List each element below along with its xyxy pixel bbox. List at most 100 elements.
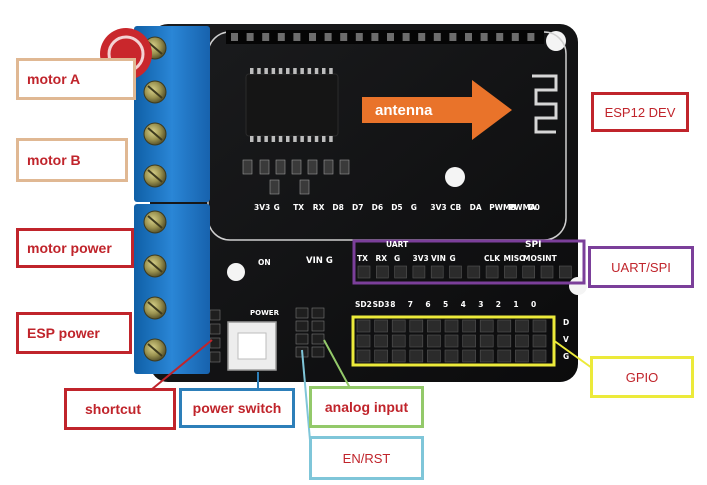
gpio-pin-socket <box>374 349 388 363</box>
gpio-pin-label: 3 <box>478 300 484 309</box>
top-pin-label: DA <box>469 203 482 212</box>
connector-line <box>552 339 593 369</box>
side-letter-d: D <box>563 318 570 327</box>
header-pin <box>355 33 363 41</box>
header-pin <box>433 33 441 41</box>
uart-spi-pin <box>467 265 481 279</box>
smd-part <box>339 159 350 175</box>
spi-pin-label: INT <box>542 254 557 263</box>
gpio-pin-socket <box>427 334 441 348</box>
gpio-pin-socket <box>479 349 494 363</box>
header-pin <box>340 33 348 41</box>
gpio-pin-socket <box>356 319 371 333</box>
gpio-pin-socket <box>497 334 512 348</box>
callout-en-rst: EN/RST <box>309 436 424 480</box>
gpio-pin-socket <box>444 349 459 363</box>
gpio-pin-socket <box>479 334 494 348</box>
smd-part <box>323 159 334 175</box>
header-pin <box>402 33 410 41</box>
gpio-pin-socket <box>391 349 406 363</box>
callout-gpio: GPIO <box>590 356 694 398</box>
chip-leg <box>278 68 283 74</box>
uart-spi-pin <box>394 265 407 279</box>
gpio-pin-socket <box>515 334 529 348</box>
header-pin <box>480 33 488 41</box>
uart-spi-pin <box>449 265 462 279</box>
chip-leg <box>278 136 283 142</box>
mounting-hole <box>227 263 245 281</box>
gpio-pin-socket <box>391 319 406 333</box>
vin-g-label: VIN G <box>306 256 333 266</box>
smd-part <box>242 159 253 175</box>
top-pin-label: CB <box>450 203 462 212</box>
uart-spi-pin <box>485 265 499 279</box>
uart-title: UART <box>386 240 409 249</box>
top-pin-label: 3V3 <box>254 203 271 212</box>
uart-pin-label: G <box>394 254 401 263</box>
gpio-pin-label: 6 <box>425 300 431 309</box>
header-pin <box>496 33 504 41</box>
side-letter-v: V <box>563 335 569 344</box>
top-pin-header <box>226 30 544 44</box>
driver-chip <box>245 73 339 137</box>
chip-leg <box>257 136 261 142</box>
header-pin <box>511 33 519 41</box>
shortcut-pin <box>209 351 221 363</box>
gpio-pin-socket <box>444 334 459 348</box>
chip-leg <box>250 68 254 74</box>
gpio-pin-socket <box>532 334 547 348</box>
gpio-pin-socket <box>444 319 459 333</box>
chip-leg <box>286 68 290 74</box>
uart-spi-pin <box>375 265 389 279</box>
gpio-pin-socket <box>374 334 388 348</box>
top-pin-label: D5 <box>391 203 403 212</box>
chip-leg <box>264 136 268 142</box>
uart-pin-label: G <box>449 254 456 263</box>
header-pin <box>262 33 270 41</box>
screw-slot <box>147 85 163 99</box>
power-jumper-pin <box>311 307 325 319</box>
uart-spi-pin <box>412 265 426 279</box>
power-jumper-pin <box>311 346 325 358</box>
header-pin <box>324 33 332 41</box>
header-pin <box>246 33 254 41</box>
chip-leg <box>293 136 297 142</box>
uart-pin-label: RX <box>375 254 388 263</box>
smd-part <box>299 179 310 195</box>
power-jumper-pin <box>311 333 325 345</box>
chip-leg <box>257 68 261 74</box>
uart-pin-label: TX <box>357 254 368 263</box>
gpio-pin-socket <box>409 349 424 363</box>
callout-power-switch: power switch <box>179 388 295 428</box>
gpio-pin-socket <box>409 319 424 333</box>
header-pin <box>449 33 457 41</box>
gpio-pin-label: 5 <box>443 300 449 309</box>
header-pin <box>465 33 472 41</box>
spi-pin-label: CLK <box>484 254 501 263</box>
mounting-hole <box>445 167 465 187</box>
spi-title: SPI <box>525 240 542 250</box>
uart-spi-pin <box>430 265 444 279</box>
gpio-frame <box>351 315 556 367</box>
antenna-label: antenna <box>375 102 433 119</box>
top-pin-label: PWMB <box>489 203 517 212</box>
chip-leg <box>271 68 276 74</box>
chip-leg <box>271 136 276 142</box>
header-pin <box>231 33 238 41</box>
gpio-pin-socket <box>356 334 371 348</box>
uart-spi-pin <box>558 265 572 279</box>
gpio-pin-label: SD2 <box>355 300 372 309</box>
top-pin-label: PWMA <box>508 203 536 212</box>
uart-pin-label: 3V3 <box>412 254 429 263</box>
gpio-pin-label: 8 <box>390 300 396 309</box>
power-switch-button <box>237 332 267 360</box>
power-jumper-pin <box>311 320 325 332</box>
screw-slot <box>147 127 163 141</box>
top-pin-label: D0 <box>528 203 540 212</box>
gpio-pin-label: 2 <box>495 300 502 309</box>
screw-slot <box>147 215 163 229</box>
small-components <box>242 159 350 195</box>
smd-part <box>307 159 318 175</box>
uart-spi-pin <box>357 265 371 279</box>
gpio-pin-socket <box>356 349 371 363</box>
